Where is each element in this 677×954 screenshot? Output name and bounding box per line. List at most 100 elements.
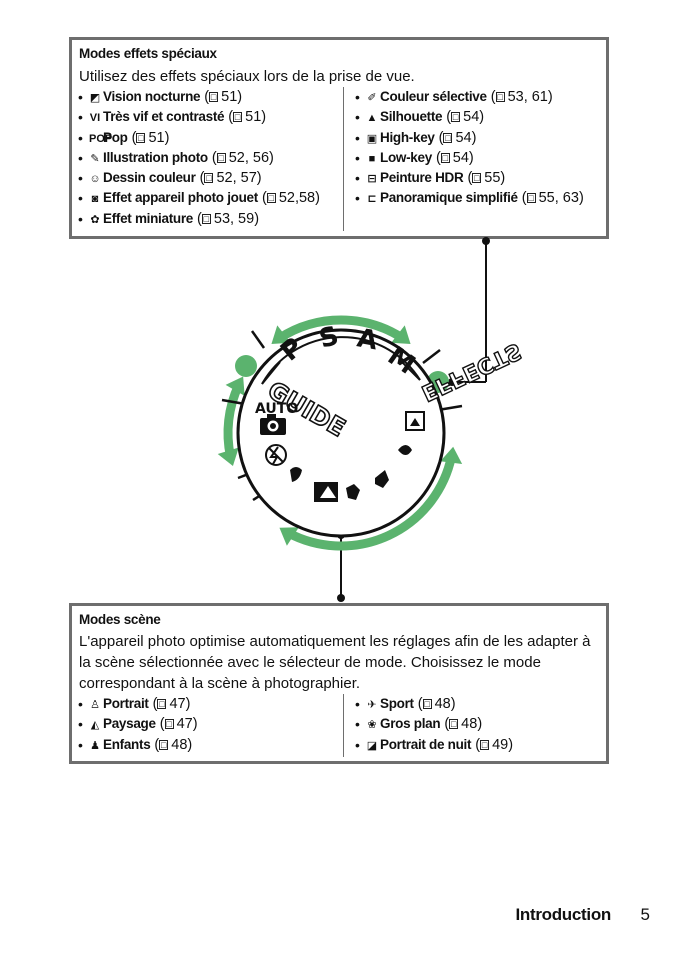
mode-name: Très vif et contrasté [103,109,225,125]
auto-camera-icon [260,414,286,435]
book-icon: □ [216,152,226,163]
book-icon: □ [159,739,169,750]
list-item: ▲Silhouette (□54) [355,107,584,128]
night-portrait-icon: ◪ [366,739,378,752]
page-ref-number: 48 [171,736,188,753]
page-reference: (□55, 63) [517,190,584,207]
effects-right-list: ✐Couleur sélective (□53, 61)▲Silhouette … [355,87,584,209]
easy-panorama-icon: ⊏ [367,193,377,206]
toy-camera-icon: ◙ [91,193,99,206]
night-vision-icon: ◩ [89,92,101,104]
page-ref-number: 51 [221,89,238,105]
child-dial-icon [346,484,360,500]
landscape-icon: ◭ [90,719,100,732]
page-reference: (□52, 56) [207,149,274,166]
page-reference: (□48) [413,696,456,712]
list-item: ✎Illustration photo (□52, 56) [78,148,320,169]
book-icon: □ [526,193,536,204]
close-up-icon: ❀ [367,719,377,732]
book-icon: □ [209,92,219,102]
toy-camera-sketch-icon: ☺ [89,173,101,186]
page-ref-number: 48 [461,716,478,733]
list-item: ◭Paysage (□47) [78,714,198,735]
page-ref-number: 52, 56 [228,149,270,166]
bottom-right-arrow-head-up [440,446,463,464]
list-item: ❀Gros plan (□48) [355,714,513,735]
dial-effects-label: EFFECTS [417,337,525,405]
mode-name: Vision nocturne [103,89,201,104]
page-reference: (□52,58) [257,190,320,207]
mode-name: Dessin couleur [103,170,196,186]
list-item: POPPop (□51) [78,128,320,149]
page-reference: (□54) [434,129,477,146]
page-ref-number: 52,58 [278,190,316,207]
portrait-icon: ♙ [90,699,100,711]
effects-box-description: Utilisez des effets spéciaux lors de la … [79,68,415,85]
mode-name: Portrait de nuit [380,736,472,752]
page-ref-number: 52, 57 [216,170,257,187]
page-ref-number: 55, 63 [538,190,579,207]
vi-icon: VI [89,112,101,125]
book-icon: □ [495,92,505,102]
selective-color-icon: ✐ [367,92,377,104]
page-reference: (□54) [442,109,485,126]
left-arrow-head-up [217,447,239,467]
mode-name: Couleur sélective [380,89,487,104]
page-reference: (□48) [150,736,193,753]
page-ref-number: 51 [245,109,262,126]
book-icon: □ [440,152,450,163]
mode-name: Portrait [103,696,149,711]
mode-name: Sport [380,696,414,711]
mode-name: Gros plan [380,716,441,732]
page-reference: (□49) [471,736,514,753]
book-icon: □ [472,173,482,184]
page-reference: (□53, 61) [486,89,553,105]
page-reference: (□53, 59) [193,210,260,227]
book-icon: □ [204,173,214,184]
left-arrow-arc [223,383,243,458]
page-ref-number: 53, 59 [213,210,255,227]
child-icon: ♟ [90,739,100,752]
page-reference: (□51) [224,109,267,126]
dial-auto-label: AUTO [255,401,298,417]
list-item: ◪Portrait de nuit (□49) [355,735,514,756]
sports-dial-icon [375,470,389,488]
book-icon: □ [266,193,276,204]
mode-name: Pop [103,129,128,145]
page-ref-number: 47 [169,696,186,712]
silhouette-icon: ▲ [366,112,378,125]
sports-icon: ✈ [367,699,377,711]
miniature-icon: ✿ [90,213,100,226]
close-up-dial-icon [398,445,412,455]
scene-box-description: L'appareil photo optimise automatiquemen… [79,633,591,692]
scene-right-list: ✈Sport (□48)❀Gros plan (□48)◪Portrait de… [355,694,513,755]
column-divider [343,87,344,231]
left-arrow-head-down [225,376,245,396]
mode-name: Illustration photo [103,149,208,165]
low-key-icon: ■ [368,152,376,165]
page-reference: (□52, 57) [195,170,262,187]
page-reference: (□47) [148,696,191,712]
list-item: ✈Sport (□48) [355,694,513,715]
page-ref-number: 49 [492,736,509,753]
book-icon: □ [164,719,174,730]
mode-name: Paysage [103,716,156,732]
bottom-right-arrow-arc [285,455,456,551]
effects-modes-box: Modes effets spéciaux Utilisez des effet… [69,37,609,239]
hdr-painting-icon: ⊟ [367,173,377,186]
list-item: ✿Effet miniature (□53, 59) [78,209,320,230]
mode-name: Peinture HDR [380,170,464,186]
page-ref-number: 54 [463,109,480,126]
scene-mode-icons [290,411,425,502]
mode-name: Effet miniature [103,210,194,226]
scene-box-title: Modes scène [79,612,161,627]
list-item: ■Low-key (□54) [355,148,584,169]
page-ref-number: 54 [455,129,472,146]
list-item: ✐Couleur sélective (□53, 61) [355,87,584,108]
page-ref-number: 55 [484,170,501,187]
mode-name: Silhouette [380,109,443,125]
book-icon: □ [136,132,146,143]
page-ref-number: 54 [452,149,469,166]
